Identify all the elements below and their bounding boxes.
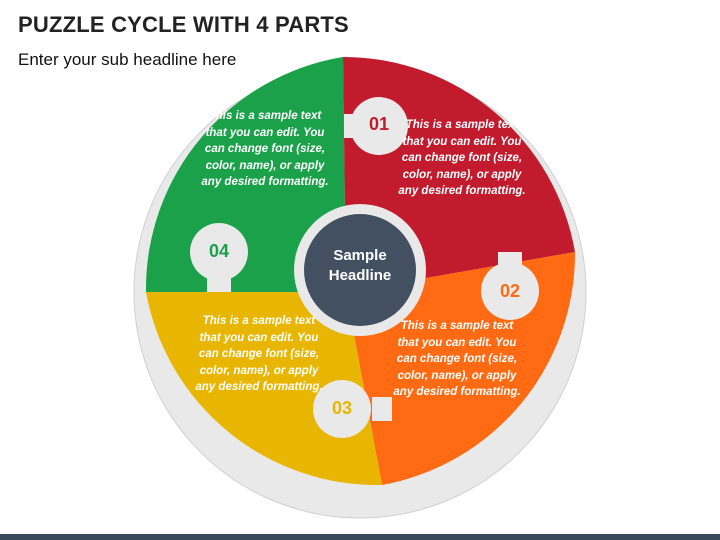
knob-04-neck [207,276,231,292]
knob-01 [350,97,408,155]
knob-02-neck [498,252,522,268]
number-04: 04 [208,241,230,261]
segment-03-text: This is a sample text that you can edit.… [195,315,323,394]
page-subtitle: Enter your sub headline here [18,50,237,69]
number-03: 03 [331,398,353,418]
knob-03 [313,380,371,438]
center-headline: Sample Headline [300,246,420,286]
number-01: 01 [368,114,390,134]
segment-03-yellow [146,292,382,486]
footer-bar [0,534,720,540]
segment-01-text: This is a sample text that you can edit.… [398,119,526,198]
center-line-2: Headline [328,267,392,284]
knob-01-neck [344,114,364,138]
page-title: PUZZLE CYCLE WITH 4 PARTS [18,12,349,37]
knob-03-neck [372,397,392,421]
knob-02 [481,262,539,320]
knob-04 [190,223,248,281]
number-02: 02 [499,281,521,301]
center-line-1: Sample [333,247,387,264]
center-circle [304,214,416,326]
segment-04-green [145,57,346,292]
segment-04-text: This is a sample text that you can edit.… [201,110,329,189]
segment-02-text: This is a sample text that you can edit.… [393,320,521,399]
